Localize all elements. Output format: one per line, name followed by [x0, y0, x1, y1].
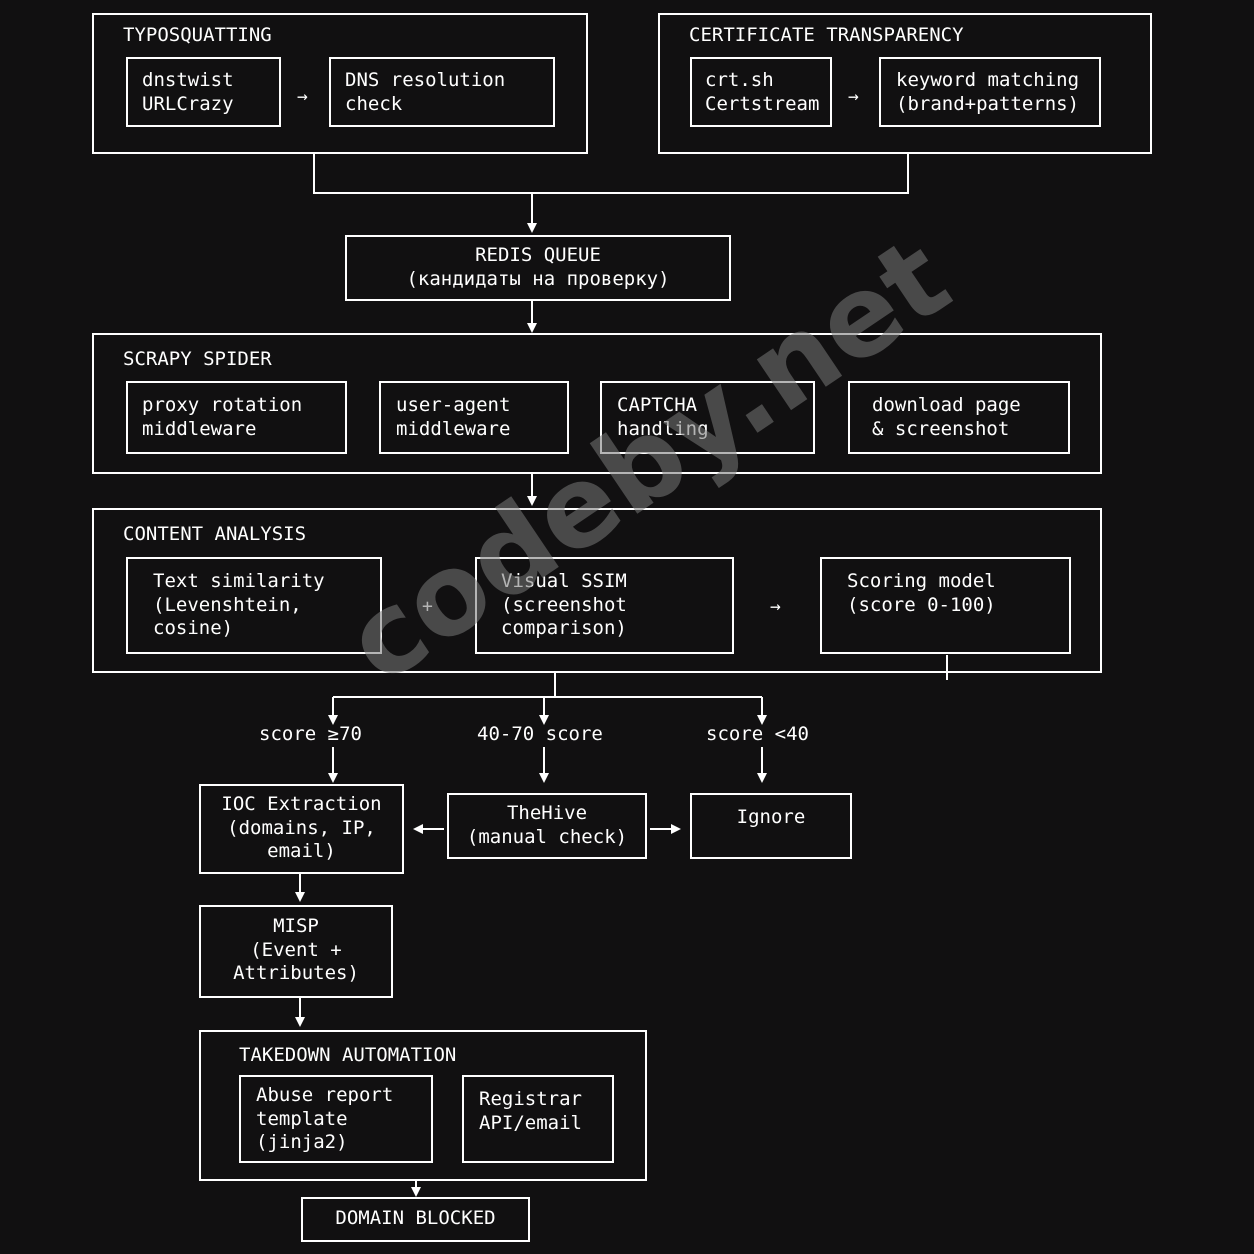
branch-label-low: score <40 — [706, 723, 809, 745]
typosquatting-tools-label: dnstwist URLCrazy — [142, 69, 234, 115]
cert-transparency-title: CERTIFICATE TRANSPARENCY — [689, 24, 964, 46]
visual-ssim-node — [475, 557, 734, 654]
thehive-label: TheHive (manual check) — [466, 802, 628, 848]
plus-sign: + — [422, 596, 433, 617]
ct-sources-label: crt.sh Certstream — [705, 69, 820, 115]
ignore-label: Ignore — [736, 806, 806, 828]
captcha-node — [600, 381, 815, 454]
text-similarity-label: Text similarity (Levenshtein, cosine) — [153, 570, 325, 639]
ct-sources-node — [690, 57, 832, 127]
content-analysis-title: CONTENT ANALYSIS — [123, 523, 307, 545]
takedown-title: TAKEDOWN AUTOMATION — [239, 1044, 457, 1066]
branch-label-mid: 40-70 score — [477, 723, 603, 745]
takedown-group — [199, 1030, 647, 1181]
download-page-label: download page & screenshot — [872, 394, 1021, 440]
ignore-node — [690, 793, 852, 859]
proxy-rotation-label: proxy rotation middleware — [142, 394, 303, 440]
analysis-arrow: → — [770, 596, 781, 617]
scrapy-spider-title: SCRAPY SPIDER — [123, 348, 272, 370]
content-analysis-group — [92, 508, 1102, 673]
user-agent-node — [379, 381, 569, 454]
abuse-report-label: Abuse report template (jinja2) — [256, 1084, 394, 1153]
ioc-extraction-node — [199, 784, 404, 874]
dns-resolution-node — [329, 57, 555, 127]
typosquatting-group — [92, 13, 588, 154]
typosquatting-title: TYPOSQUATTING — [123, 24, 272, 46]
abuse-report-node — [239, 1075, 433, 1163]
redis-queue-label: REDIS QUEUE (кандидаты на проверку) — [406, 244, 670, 290]
cert-transparency-group — [658, 13, 1152, 154]
misp-label: MISP (Event + Attributes) — [233, 915, 359, 984]
user-agent-label: user-agent middleware — [396, 394, 511, 440]
keyword-matching-label: keyword matching (brand+patterns) — [896, 69, 1080, 115]
domain-blocked-node — [301, 1197, 530, 1242]
scoring-model-node — [820, 557, 1071, 654]
proxy-rotation-node — [126, 381, 347, 454]
branch-label-high: score ≥70 — [259, 723, 362, 745]
download-page-node — [848, 381, 1070, 454]
dns-resolution-label: DNS resolution check — [345, 69, 506, 115]
ct-arrow: → — [848, 86, 859, 107]
connector-typo-to-merge — [313, 153, 909, 194]
text-similarity-node — [126, 557, 382, 654]
redis-queue-node — [345, 235, 731, 301]
scrapy-spider-group — [92, 333, 1102, 474]
ioc-extraction-label: IOC Extraction (domains, IP, email) — [221, 793, 382, 862]
registrar-label: Registrar API/email — [479, 1088, 582, 1134]
visual-ssim-label: Visual SSIM (screenshot comparison) — [501, 570, 627, 639]
scoring-model-label: Scoring model (score 0-100) — [847, 570, 996, 616]
typosquatting-tools-node — [126, 57, 281, 127]
thehive-node — [447, 793, 647, 859]
captcha-label: CAPTCHA handling — [617, 394, 709, 440]
typosquatting-arrow: → — [297, 86, 308, 107]
keyword-matching-node — [879, 57, 1101, 127]
registrar-node — [462, 1075, 614, 1163]
misp-node — [199, 905, 393, 998]
domain-blocked-label: DOMAIN BLOCKED — [335, 1207, 496, 1229]
